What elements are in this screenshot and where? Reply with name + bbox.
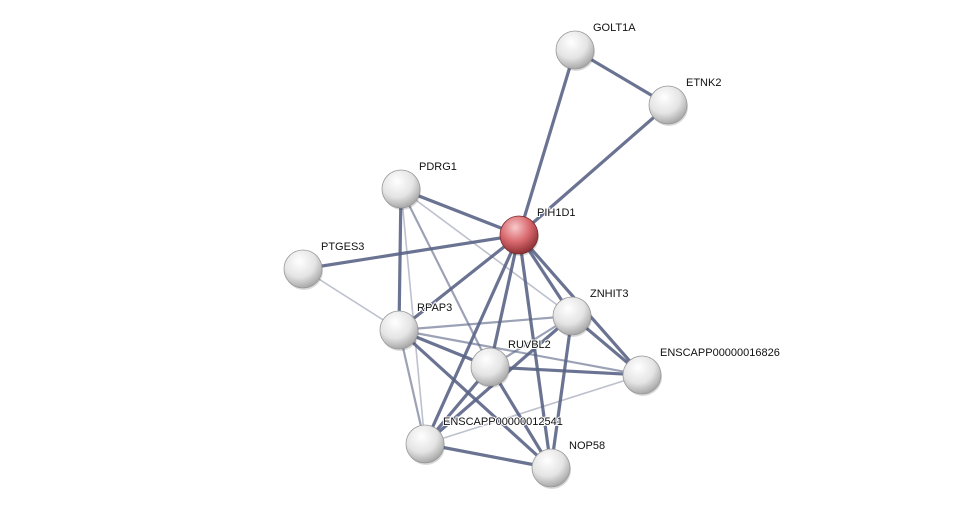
edge-rpap3-e12541[interactable]: [397, 329, 427, 445]
node-ruvbl2[interactable]: RUVBL2: [470, 338, 552, 388]
node-pih1d1[interactable]: PIH1D1: [499, 206, 577, 256]
node-label: PDRG1: [419, 161, 457, 173]
node-nop58[interactable]: NOP58: [531, 439, 606, 489]
node-label: ENSCAPP00000016826: [660, 347, 780, 359]
edge-e12541-nop58[interactable]: [424, 442, 552, 470]
node-label: ZNHIT3: [590, 288, 629, 300]
node-etnk2[interactable]: ETNK2: [648, 76, 722, 126]
node-label: ETNK2: [686, 77, 721, 89]
node-sphere[interactable]: [381, 169, 421, 209]
node-sphere[interactable]: [499, 215, 539, 255]
edge-pih1d1-e12541[interactable]: [423, 234, 521, 445]
edge-e12541-e16826[interactable]: [424, 374, 643, 445]
node-sphere[interactable]: [555, 30, 595, 70]
node-label: NOP58: [569, 440, 605, 452]
edge-pdrg1-pih1d1[interactable]: [400, 187, 520, 237]
node-znhit3[interactable]: ZNHIT3: [552, 287, 630, 337]
node-label: GOLT1A: [593, 22, 636, 34]
edge-ruvbl2-nop58[interactable]: [488, 366, 553, 469]
node-sphere[interactable]: [283, 249, 323, 289]
node-e16826[interactable]: ENSCAPP00000016826: [622, 346, 781, 396]
edge-pdrg1-rpap3[interactable]: [397, 188, 403, 331]
edge-pih1d1-ruvbl2[interactable]: [488, 234, 521, 368]
edge-znhit3-nop58[interactable]: [549, 315, 574, 469]
edge-rpap3-znhit3[interactable]: [398, 314, 573, 332]
node-sphere[interactable]: [552, 296, 592, 336]
node-label: PTGES3: [321, 241, 364, 253]
node-e12541[interactable]: ENSCAPP00000012541: [405, 415, 564, 465]
edge-ruvbl2-e16826[interactable]: [489, 365, 643, 377]
edge-ptges3-pih1d1[interactable]: [302, 233, 520, 271]
edge-pih1d1-nop58[interactable]: [517, 234, 553, 469]
node-label: RUVBL2: [508, 339, 551, 351]
edge-golt1a-pih1d1[interactable]: [517, 49, 577, 236]
node-pdrg1[interactable]: PDRG1: [381, 160, 458, 210]
node-sphere[interactable]: [622, 355, 662, 395]
edge-pdrg1-ruvbl2[interactable]: [400, 188, 491, 368]
node-sphere[interactable]: [648, 85, 688, 125]
edge-etnk2-pih1d1[interactable]: [517, 103, 670, 237]
edge-rpap3-e16826[interactable]: [398, 328, 643, 377]
edge-pih1d1-rpap3[interactable]: [398, 233, 520, 332]
node-sphere[interactable]: [470, 347, 510, 387]
node-golt1a[interactable]: GOLT1A: [555, 21, 637, 71]
node-label: PIH1D1: [537, 207, 576, 219]
node-ptges3[interactable]: PTGES3: [283, 240, 365, 290]
node-sphere[interactable]: [379, 310, 419, 350]
node-label: ENSCAPP00000012541: [443, 416, 563, 428]
node-sphere[interactable]: [405, 424, 445, 464]
edge-pdrg1-e12541[interactable]: [400, 188, 426, 445]
node-rpap3[interactable]: RPAP3: [379, 301, 453, 351]
edge-pdrg1-znhit3[interactable]: [400, 188, 573, 317]
node-sphere[interactable]: [531, 448, 571, 488]
node-label: RPAP3: [417, 302, 452, 314]
